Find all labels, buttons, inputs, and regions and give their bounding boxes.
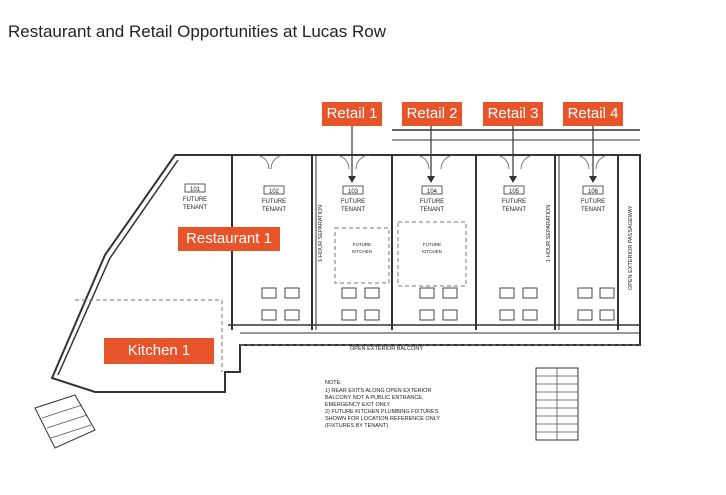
retail-1-callout: Retail 1 (322, 102, 382, 126)
passageway-label: OPEN EXTERIOR PASSAGEWAY (628, 205, 634, 290)
unit-104-label-2: TENANT (420, 207, 444, 213)
unit-102-label: FUTURE (262, 199, 286, 205)
note-heading: NOTE: (325, 380, 342, 386)
future-kitchen-103-label: FUTURE (353, 242, 371, 247)
unit-104-number: 104 (427, 189, 438, 195)
retail-3-callout: Retail 3 (483, 102, 543, 126)
balcony-label: OPEN EXTERIOR BALCONY (350, 346, 423, 352)
unit-105-label: FUTURE (502, 199, 526, 205)
future-kitchen-104-label: FUTURE (423, 242, 441, 247)
outer-wall (50, 154, 641, 393)
note-line: BALCONY NOT A PUBLIC ENTRANCE, (325, 395, 424, 401)
future-kitchen-104-label-2: KITCHEN (422, 249, 442, 254)
unit-103-label: FUTURE (341, 199, 365, 205)
note-line: (FIXTURES BY TENANT) (325, 423, 388, 429)
unit-101-label: FUTURE (183, 197, 207, 203)
restaurant-1-callout: Restaurant 1 (178, 227, 280, 251)
separation-label-left: 1-HOUR SEPARATION (318, 205, 324, 262)
unit-104-label: FUTURE (420, 199, 444, 205)
unit-105-label-2: TENANT (502, 207, 526, 213)
unit-103-number: 103 (348, 189, 359, 195)
kitchen-1-callout: Kitchen 1 (104, 338, 214, 364)
future-kitchen-103-label-2: KITCHEN (352, 249, 372, 254)
note-line: EMERGENCY EXIT ONLY (325, 402, 390, 408)
unit-101-label-2: TENANT (183, 205, 207, 211)
note-line: 2) FUTURE KITCHEN PLUMBING FIXTURES (325, 409, 439, 415)
retail-2-callout: Retail 2 (402, 102, 462, 126)
unit-101-number: 101 (190, 187, 201, 193)
note-block: NOTE: 1) REAR EXITS ALONG OPEN EXTERIOR … (325, 380, 440, 429)
unit-106-label-2: TENANT (581, 207, 605, 213)
unit-105-number: 105 (509, 189, 520, 195)
unit-102-number: 102 (269, 189, 280, 195)
page-title: Restaurant and Retail Opportunities at L… (8, 22, 386, 41)
unit-103-label-2: TENANT (341, 207, 365, 213)
separation-label-right: 1-HOUR SEPARATION (546, 205, 552, 262)
stair-left (34, 394, 96, 449)
future-kitchen-103 (334, 227, 390, 284)
unit-102-label-2: TENANT (262, 207, 286, 213)
unit-106-number: 106 (588, 189, 599, 195)
inner-wall (57, 159, 179, 376)
unit-106-label: FUTURE (581, 199, 605, 205)
note-line: 1) REAR EXITS ALONG OPEN EXTERIOR (325, 388, 431, 394)
note-line: SHOWN FOR LOCATION REFERENCE ONLY (325, 416, 440, 422)
future-kitchen-104 (397, 221, 467, 287)
retail-4-callout: Retail 4 (563, 102, 623, 126)
